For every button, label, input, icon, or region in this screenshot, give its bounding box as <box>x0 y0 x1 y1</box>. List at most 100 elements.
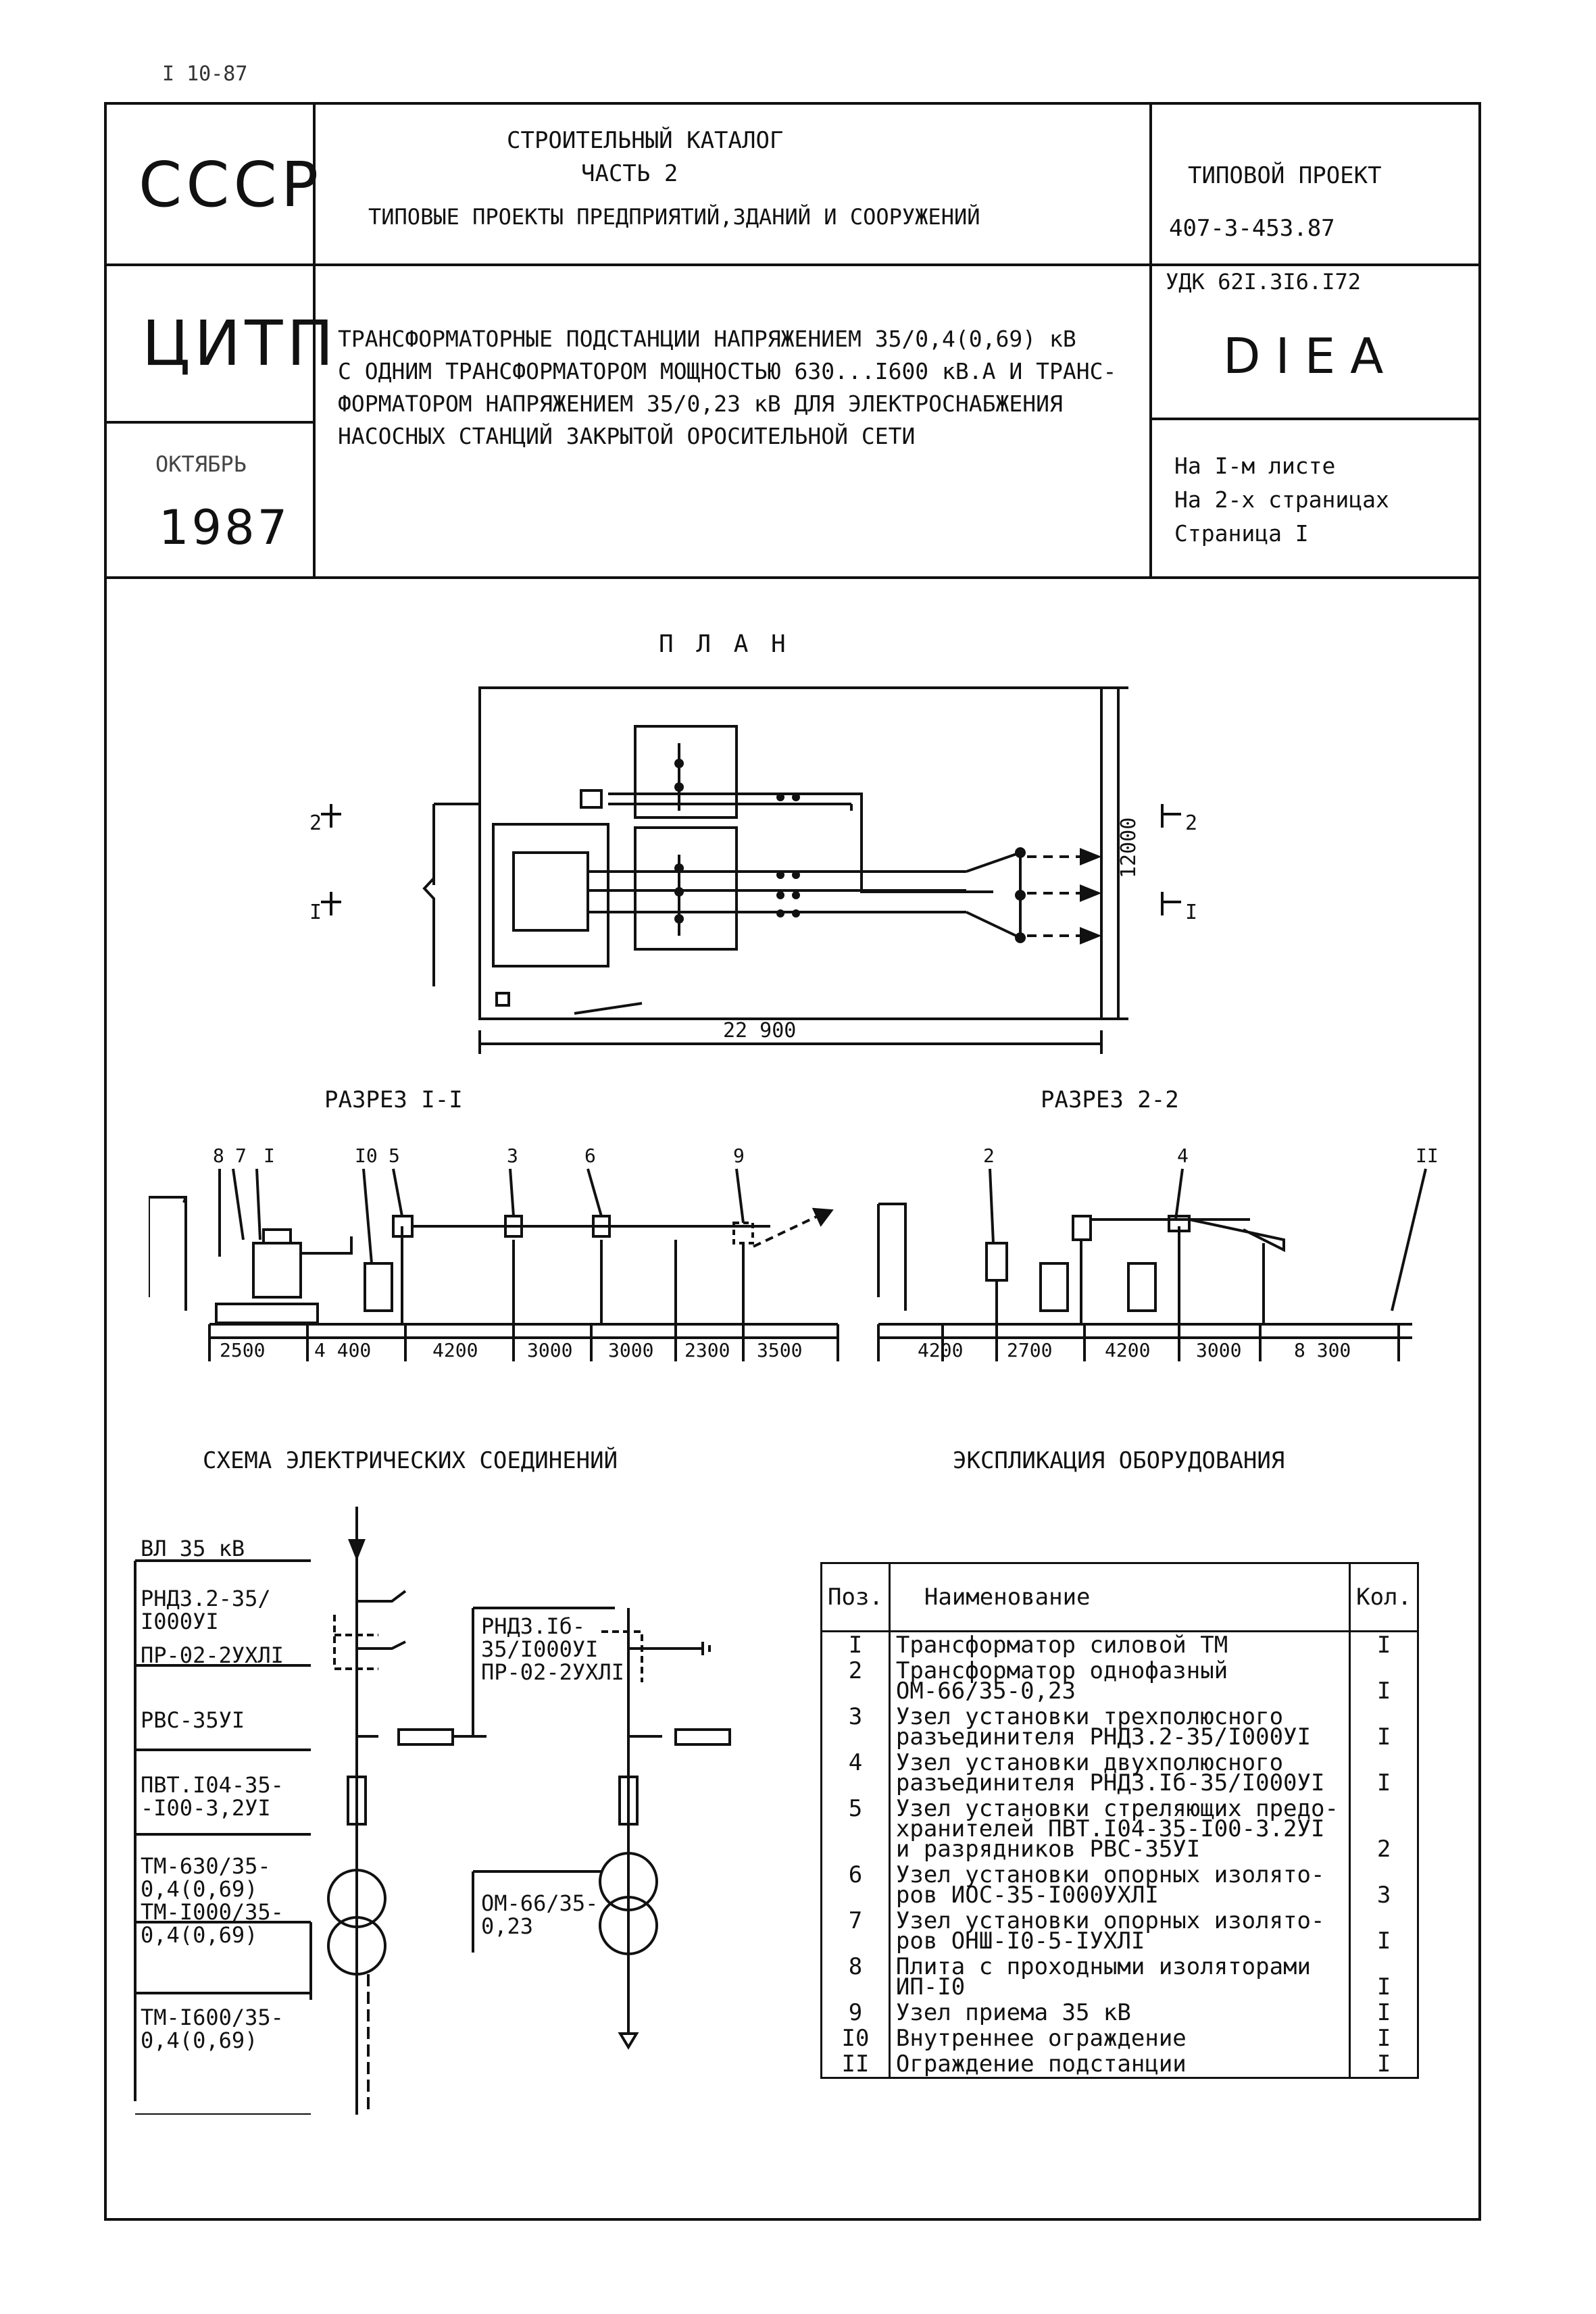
scheme-left-labels: ВЛ 35 кВ РНДЗ.2-35/ I000УI ПР-02-2УХЛI Р… <box>141 1537 284 2052</box>
row-name: Узел установки двухполюсного разъедините… <box>888 1750 1351 1796</box>
callout-3: 3 <box>507 1145 518 1167</box>
row-name: Ограждение подстанции <box>888 2051 1351 2079</box>
row-qty: 3 <box>1349 1862 1419 1908</box>
scheme-mid-labels-top: РНДЗ.Iб- 35/I000УI ПР-02-2УХЛI <box>481 1615 624 1684</box>
plan-drawing: 22 900 12000 2 I 2 I <box>309 686 1197 1054</box>
scheme-label: ПР-02-2УХЛI <box>481 1659 624 1685</box>
row-qty: I <box>1349 2000 1419 2026</box>
corner-mark: I 10-87 <box>162 62 248 86</box>
row-pos: 6 <box>820 1862 891 1908</box>
callout-2: 2 <box>983 1145 995 1167</box>
dim-value: 4200 <box>1105 1339 1150 1361</box>
org-label: ЦИТП <box>142 307 338 380</box>
title-line: ТРАНСФОРМАТОРНЫЕ ПОДСТАНЦИИ НАПРЯЖЕНИЕМ … <box>338 326 1076 352</box>
scheme-label: ВЛ 35 кВ <box>141 1536 245 1561</box>
plan-height-dimension: 12000 <box>1117 818 1141 878</box>
header-pos: Поз. <box>820 1562 891 1632</box>
row-pos: 5 <box>820 1796 891 1862</box>
callout-6: 6 <box>584 1145 596 1167</box>
scheme-label: ТМ-630/35- <box>141 1853 271 1879</box>
sheet-info-line: На I-м листе <box>1174 453 1336 479</box>
row-name: Узел установки трехполюсного разъедините… <box>888 1704 1351 1750</box>
scheme-label: ОМ-66/35- <box>481 1890 599 1916</box>
plan-section-marker-2: 2 <box>1185 811 1197 835</box>
plan-title: П Л А Н <box>659 630 790 658</box>
section-2-2-title: РАЗРЕЗ 2-2 <box>1041 1086 1179 1113</box>
callout-5: 5 <box>389 1145 400 1167</box>
scheme-label: РНДЗ.2-35/ <box>141 1586 271 1611</box>
sheet-info: На I-м листе На 2-х страницах Страница I <box>1174 449 1389 551</box>
plan-transformer-frame <box>492 823 609 967</box>
sheet-info-line: На 2-х страницах <box>1174 486 1389 513</box>
row-name: Узел установки опорных изолято- ров ИОС-… <box>888 1862 1351 1908</box>
dim-value: 3000 <box>1196 1339 1241 1361</box>
scheme-mid-labels-bottom: ОМ-66/35- 0,23 <box>481 1892 598 1938</box>
plan-section-marker-1: I <box>309 901 322 924</box>
scheme-label: -I00-3,2УI <box>141 1795 271 1821</box>
callout-4: 4 <box>1177 1145 1189 1167</box>
row-name: Внутреннее ограждение <box>888 2026 1351 2051</box>
sheet-info-line: Страница I <box>1174 520 1309 547</box>
row-pos: I0 <box>820 2026 891 2051</box>
row-pos: II <box>820 2051 891 2079</box>
row-name: Плита с проходными изоляторами ИП-I0 <box>888 1954 1351 2000</box>
section-1-1-drawing: 8 7 I I0 5 3 6 9 2500 4 400 4200 3000 30… <box>149 1145 839 1361</box>
row-pos: 7 <box>820 1908 891 1954</box>
scheme-label: 0,4(0,69) <box>141 1922 258 1948</box>
title-line: ФОРМАТОРОМ НАПРЯЖЕНИЕМ 35/0,23 кВ ДЛЯ ЭЛ… <box>338 391 1063 417</box>
section-1-1-title: РАЗРЕЗ I-I <box>324 1086 463 1113</box>
table-header-row: Поз. Наименование Кол. <box>820 1562 1419 1632</box>
plan-section-marker-2: 2 <box>309 811 322 835</box>
title-line: НАСОСНЫХ СТАНЦИЙ ЗАКРЫТОЙ ОРОСИТЕЛЬНОЙ С… <box>338 423 916 449</box>
dim-value: 4 400 <box>314 1339 371 1361</box>
catalog-line1: СТРОИТЕЛЬНЫЙ КАТАЛОГ <box>507 127 784 154</box>
callout-11: II <box>1416 1145 1439 1167</box>
row-pos: I <box>820 1631 891 1658</box>
scheme-label: 0,4(0,69) <box>141 1876 258 1902</box>
scheme-label: 35/I000УI <box>481 1636 599 1662</box>
row-name: Трансформатор силовой ТМ <box>888 1631 1351 1658</box>
dim-value: 2300 <box>684 1339 730 1361</box>
project-title: ТРАНСФОРМАТОРНЫЕ ПОДСТАНЦИИ НАПРЯЖЕНИЕМ … <box>338 323 1116 453</box>
plan-box <box>495 992 510 1007</box>
row-name: Трансформатор однофазный ОМ-66/35-0,23 <box>888 1658 1351 1704</box>
row-pos: 8 <box>820 1954 891 2000</box>
dim-value: 3000 <box>608 1339 653 1361</box>
scheme-label: ПР-02-2УХЛI <box>141 1642 284 1668</box>
row-pos: 4 <box>820 1750 891 1796</box>
row-name: Узел установки опорных изолято- ров ОНШ-… <box>888 1908 1351 1954</box>
row-qty: I <box>1349 1658 1419 1704</box>
dim-value: 3500 <box>757 1339 802 1361</box>
scheme-label: ПВТ.I04-35- <box>141 1772 284 1798</box>
row-qty: I <box>1349 1750 1419 1796</box>
scheme-label: I000УI <box>141 1609 219 1634</box>
title-line: С ОДНИМ ТРАНСФОРМАТОРОМ МОЩНОСТЬЮ 630...… <box>338 358 1117 384</box>
row-qty: I <box>1349 2051 1419 2079</box>
row-qty: I <box>1349 1631 1419 1658</box>
callout-7: 7 <box>235 1145 247 1167</box>
plan-outline <box>478 686 1103 1020</box>
country-label: СССР <box>139 149 323 221</box>
electrical-scheme <box>134 1507 731 2115</box>
row-qty: 2 <box>1349 1796 1419 1862</box>
row-qty: I <box>1349 1908 1419 1954</box>
dim-value: 2500 <box>220 1339 265 1361</box>
plan-width-dimension: 22 900 <box>723 1019 796 1042</box>
month-label: ОКТЯБРЬ <box>155 451 247 477</box>
scheme-label: ТМ-I600/35- <box>141 2005 284 2030</box>
row-qty: I <box>1349 2026 1419 2051</box>
callout-9: 9 <box>733 1145 745 1167</box>
callout-10: I0 <box>355 1145 378 1167</box>
scheme-label: 0,23 <box>481 1913 534 1939</box>
row-name: Узел приема 35 кВ <box>888 2000 1351 2026</box>
equipment-title: ЭКСПЛИКАЦИЯ ОБОРУДОВАНИЯ <box>953 1447 1285 1474</box>
